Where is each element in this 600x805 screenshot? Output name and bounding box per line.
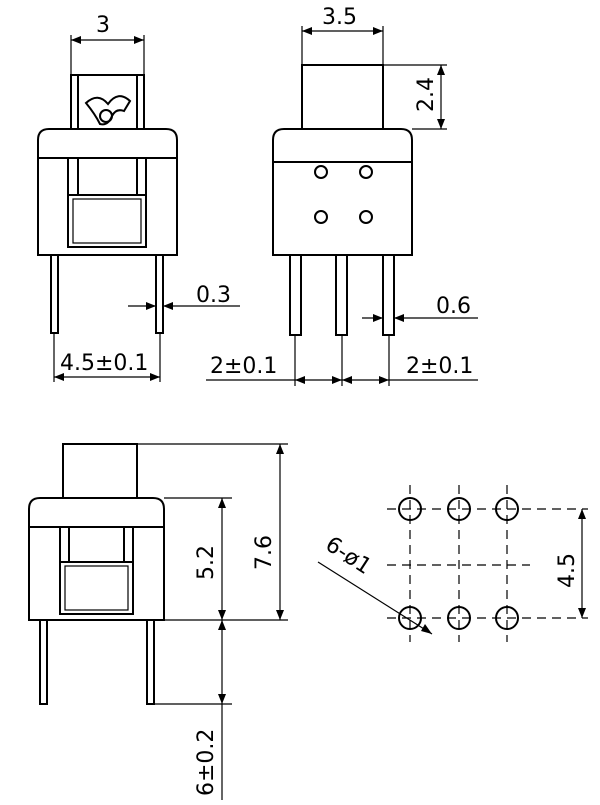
side-dot xyxy=(359,210,373,224)
dim-front-top-width: 3 xyxy=(96,13,110,38)
lower-slot-left xyxy=(59,527,70,563)
dim-total-height: 7.6 xyxy=(252,535,277,570)
front-latch-shape xyxy=(84,95,132,126)
side-dot xyxy=(359,165,373,179)
dim-side-right-pitch: 2±0.1 xyxy=(406,354,473,379)
front-slider-inner xyxy=(72,198,142,244)
front-view: 3 0.3 4.5±0.1 xyxy=(37,13,240,382)
front-slider xyxy=(67,194,147,248)
pcb-hole xyxy=(447,497,471,521)
dim-row-spacing: 4.5 xyxy=(555,553,580,588)
front-slot-right xyxy=(136,158,147,196)
dim-pin-length: 6±0.2 xyxy=(194,729,219,796)
side-actuator xyxy=(301,64,384,130)
front-slot-left xyxy=(67,158,79,196)
front-latch-circle xyxy=(99,109,113,123)
front-housing xyxy=(37,128,178,256)
front-pin-left xyxy=(50,254,59,334)
pcb-hole xyxy=(398,606,422,630)
front-pin-right xyxy=(155,254,164,334)
lower-view: 5.2 7.6 6±0.2 xyxy=(28,443,288,800)
dim-front-pin-spacing: 4.5±0.1 xyxy=(60,351,148,376)
dim-side-top-height: 2.4 xyxy=(414,77,439,112)
lower-housing xyxy=(28,497,165,621)
pcb-layout: 4.5 6-ø1 xyxy=(317,485,588,642)
lower-slider-inner xyxy=(64,565,129,611)
lower-slider xyxy=(59,561,134,615)
side-pin-left xyxy=(289,254,302,336)
lower-pin-right xyxy=(146,619,155,705)
pcb-hole xyxy=(495,606,519,630)
hole-spec-label: 6-ø1 xyxy=(321,532,376,580)
side-dot xyxy=(314,210,328,224)
lower-slot-right xyxy=(123,527,134,563)
dim-side-pin-width: 0.6 xyxy=(436,294,471,319)
side-view: 3.5 2.4 0.6 2±0.1 2±0.1 xyxy=(206,5,478,386)
lower-actuator xyxy=(62,443,138,499)
dim-body-height: 5.2 xyxy=(194,545,219,580)
side-pin-right xyxy=(382,254,395,336)
pcb-hole xyxy=(495,497,519,521)
lower-pin-left xyxy=(39,619,48,705)
pcb-hole xyxy=(447,606,471,630)
dim-side-top-width: 3.5 xyxy=(322,5,357,30)
pcb-hole xyxy=(398,497,422,521)
side-pin-middle xyxy=(335,254,348,336)
dim-side-left-pitch: 2±0.1 xyxy=(210,354,277,379)
dim-pin-thickness: 0.3 xyxy=(196,283,231,308)
side-dot xyxy=(314,165,328,179)
side-housing xyxy=(272,128,413,256)
